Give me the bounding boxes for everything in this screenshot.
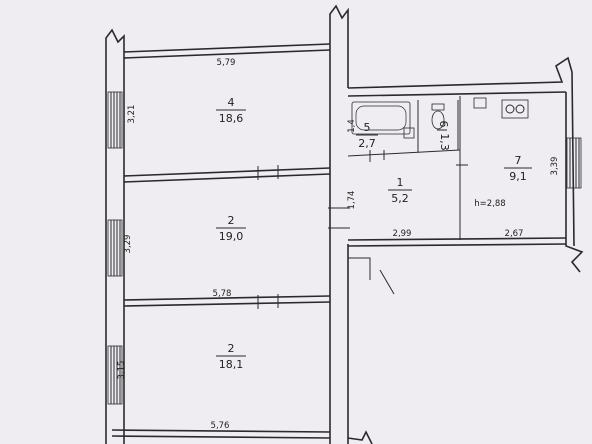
doors <box>257 150 468 309</box>
dimensions: 5,79 3,21 3,29 5,78 3,15 5,76 1,4 1,74 2… <box>117 58 560 431</box>
room-g-number: 7 <box>515 154 522 167</box>
dim-d3: 3,29 <box>123 235 133 254</box>
room-e-area: 2,7 <box>358 137 376 150</box>
room-c-number: 2 <box>228 342 235 355</box>
window-left-middle <box>107 219 123 277</box>
dim-d1: 5,79 <box>217 58 236 68</box>
room-a-number: 4 <box>228 96 235 109</box>
room-b-number: 2 <box>228 214 235 227</box>
door-2-2 <box>257 294 279 309</box>
room-a-area: 18,6 <box>219 112 244 125</box>
room-f-number: 6 <box>437 121 450 128</box>
room-labels: 4 18,6 2 19,0 2 18,1 1 5,2 5 2,7 6 1,3 7… <box>216 96 532 371</box>
dim-d4: 5,78 <box>213 289 232 299</box>
entry-door <box>379 269 395 295</box>
kitchen-sink <box>473 97 487 109</box>
room-c-area: 18,1 <box>219 358 244 371</box>
room-b-area: 19,0 <box>219 230 244 243</box>
room-e-number: 5 <box>364 121 371 134</box>
stove <box>501 99 529 119</box>
room-d-number: 1 <box>397 176 404 189</box>
window-left-upper <box>107 91 123 149</box>
ceiling-height: h=2,88 <box>474 199 505 209</box>
dim-d10: 2,67 <box>505 229 524 239</box>
bathtub <box>351 101 411 135</box>
room-d-area: 5,2 <box>391 192 409 205</box>
room-g-area: 9,1 <box>509 170 527 183</box>
dim-d5: 3,15 <box>117 361 127 380</box>
door-corridor <box>328 207 350 229</box>
dim-d11: 3,39 <box>550 157 560 176</box>
dim-d9: 2,99 <box>393 229 412 239</box>
dim-d8: 1,74 <box>347 191 357 210</box>
windows <box>107 91 582 405</box>
sink-bath <box>403 127 415 139</box>
door-4-2 <box>257 165 279 180</box>
room-f-area: 1,3 <box>438 133 451 151</box>
door-bath <box>369 150 385 162</box>
walls <box>105 4 584 444</box>
dim-d7: 1,4 <box>347 119 357 133</box>
window-right <box>566 137 582 189</box>
fixtures <box>351 97 529 139</box>
window-left-lower <box>107 345 123 405</box>
dim-d6: 5,76 <box>211 421 230 431</box>
toilet <box>431 110 445 130</box>
dim-d2: 3,21 <box>127 105 137 124</box>
